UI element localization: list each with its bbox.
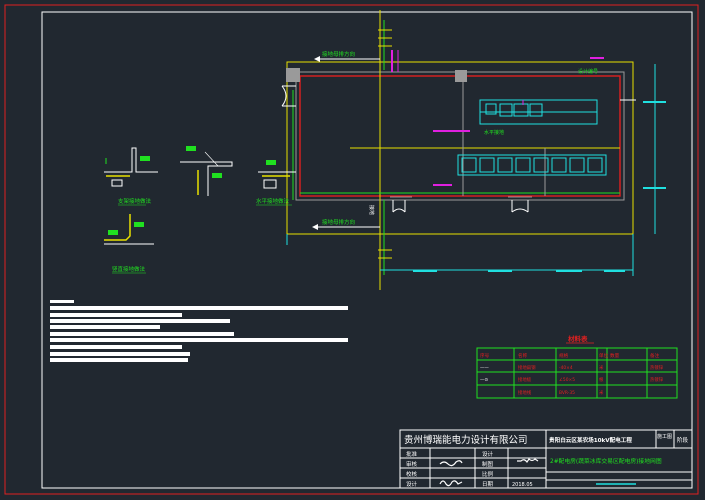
legend-cell: ∠50×5 bbox=[559, 377, 575, 383]
title-row-label: 审核 bbox=[406, 460, 418, 468]
outer-frame bbox=[4, 4, 699, 495]
detail-1-label: 支架接地做法 bbox=[118, 197, 152, 205]
title-row-label: 校核 bbox=[406, 470, 418, 478]
legend-title: 材料表 bbox=[567, 334, 588, 343]
building-wall bbox=[295, 71, 625, 201]
legend-cell: —⊙ bbox=[480, 378, 488, 383]
plan-label-mid: 水平接地 bbox=[484, 129, 504, 136]
grounding-ring bbox=[299, 75, 621, 197]
cabinet-row-bottom bbox=[457, 154, 607, 176]
detail-3-label: 竖直接地做法 bbox=[112, 265, 146, 273]
inner-frame bbox=[41, 11, 693, 489]
phase-value: 阶段 bbox=[677, 436, 689, 444]
legend-cell: 接地极 bbox=[518, 376, 532, 383]
company-name: 贵州博瑞能电力设计有限公司 bbox=[404, 434, 528, 446]
title-block: 贵州博瑞能电力设计有限公司 贵阳白云区某农场10kV配电工程 施工图 阶段 2#… bbox=[399, 429, 693, 489]
drawing-title: 2#配电房(蔬菜冰库交易区配电房)接地网图 bbox=[550, 457, 662, 465]
legend-header-cell: 单位 bbox=[599, 352, 609, 359]
legend-header-cell: 规格 bbox=[559, 352, 569, 359]
legend-cell: 米 bbox=[599, 389, 604, 396]
legend-header-cell: 序号 bbox=[480, 352, 490, 359]
legend-cell: 热镀锌 bbox=[650, 376, 664, 383]
cabinet-row-top bbox=[479, 99, 598, 125]
notes-block bbox=[50, 300, 348, 362]
title-row-label: 日期 bbox=[482, 481, 494, 488]
date-value: 2018.05 bbox=[512, 482, 533, 488]
legend-header-cell: 数量 bbox=[610, 352, 620, 359]
legend-cell: 根 bbox=[599, 376, 604, 383]
legend-cell: —— bbox=[480, 366, 489, 371]
detail-sketches: 支架接地做法 水平接地做法 竖直接地做法 bbox=[104, 146, 296, 274]
yard-boundary bbox=[286, 61, 634, 235]
detail-2-label: 水平接地做法 bbox=[256, 197, 290, 205]
legend-cell: BVR-35 bbox=[559, 390, 575, 396]
legend-cell: 接地扁钢 bbox=[518, 364, 536, 371]
legend-cell: 接地线 bbox=[518, 389, 532, 396]
side-tag: 设计编号 bbox=[578, 68, 598, 75]
title-row-label: 设计 bbox=[406, 480, 418, 488]
plan-label-top: 接地母排方向 bbox=[322, 50, 355, 58]
legend-header-cell: 备注 bbox=[650, 352, 660, 359]
legend-cell: 米 bbox=[599, 364, 604, 371]
phase-label: 施工图 bbox=[657, 433, 672, 440]
legend-cell: -40×4 bbox=[559, 365, 573, 371]
signature-3 bbox=[439, 480, 463, 487]
project-name: 贵阳白云区某农场10kV配电工程 bbox=[549, 436, 632, 444]
title-row-label: 比例 bbox=[482, 470, 494, 478]
title-row-label: 设计 bbox=[482, 450, 494, 458]
title-row-label: 制图 bbox=[482, 460, 494, 468]
plan-label-bottom: 接地母排方向 bbox=[322, 218, 355, 226]
signature-2 bbox=[517, 458, 539, 464]
legend-header-cell: 名称 bbox=[518, 352, 528, 359]
grounding-plan: 接地母排方向 接地母排方向 水平接地 接地 设计编号 bbox=[281, 10, 666, 290]
title-row-label: 批准 bbox=[406, 450, 418, 458]
legend-cell: 热镀锌 bbox=[650, 364, 664, 371]
plan-label-vertical: 接地 bbox=[368, 205, 375, 215]
signature-1 bbox=[439, 460, 463, 467]
